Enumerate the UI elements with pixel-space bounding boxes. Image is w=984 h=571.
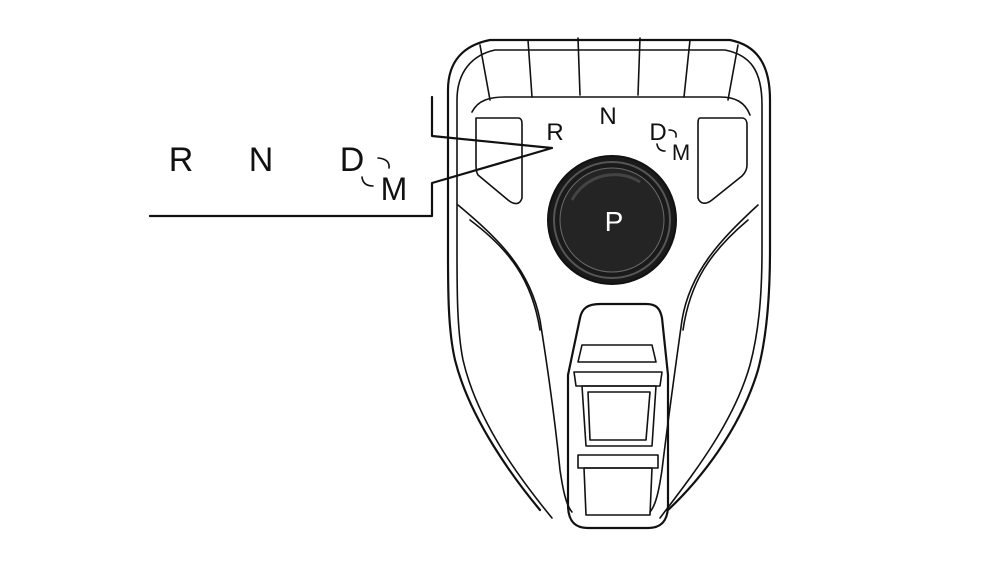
callout-neutral-label: N: [249, 141, 274, 179]
console-drive-label: D: [649, 119, 666, 146]
left-contour: [457, 204, 573, 513]
callout-manual-label: M: [381, 171, 408, 207]
lower-switch: [583, 467, 653, 516]
lower-switch-frame: [577, 454, 659, 469]
console-top-ribs: [479, 37, 739, 101]
console-dm-arrow-icon: [656, 129, 677, 152]
console-manual-label: M: [672, 140, 690, 165]
lower-tunnel: [566, 302, 670, 530]
right-side-panel: [697, 117, 748, 204]
console-inner-shell: [456, 49, 763, 519]
upper-switch: [577, 344, 657, 363]
middle-switch-well: [581, 385, 657, 447]
callout-pointer-outline: [148, 95, 554, 218]
middle-switch-inner: [587, 391, 651, 441]
middle-switch-frame: [573, 371, 663, 387]
left-side-panel: [475, 117, 523, 205]
callout-panel: R N D M: [148, 95, 554, 218]
rotary-knob[interactable]: P: [547, 155, 677, 285]
console-neutral-label: N: [599, 103, 616, 130]
left-contour-inner: [469, 219, 541, 331]
knob-park-label: P: [605, 206, 624, 237]
callout-dm-arrow-icon: [361, 157, 390, 187]
right-contour-inner: [682, 219, 749, 331]
callout-reverse-label: R: [169, 141, 194, 179]
console-reverse-label: R: [546, 119, 563, 146]
label-plate: [471, 96, 751, 116]
shifter-console: [446, 37, 772, 530]
callout-drive-label: D: [340, 141, 365, 179]
right-contour: [649, 204, 759, 513]
console-outer-shell: [446, 38, 772, 512]
